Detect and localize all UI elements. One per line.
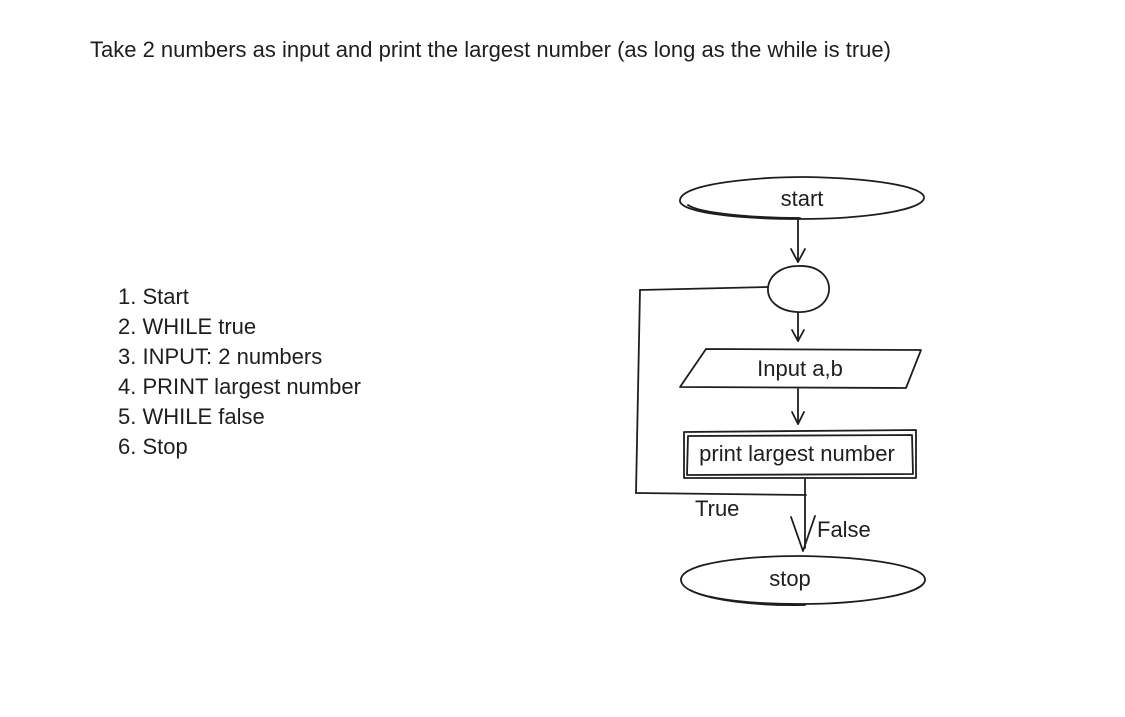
false-label: False <box>817 517 871 542</box>
page-title: Take 2 numbers as input and print the la… <box>90 37 891 62</box>
stop-node: stop <box>680 555 926 607</box>
arrow-start-to-connector <box>790 219 806 263</box>
arrow-input-to-process <box>791 388 805 425</box>
step-item: 1. Start <box>118 284 189 309</box>
loop-connector <box>767 265 830 313</box>
step-item: 4. PRINT largest number <box>118 374 361 399</box>
step-item: 6. Stop <box>118 434 188 459</box>
input-node: Input a,b <box>679 348 922 389</box>
start-label: start <box>781 186 824 211</box>
stop-label: stop <box>769 566 811 591</box>
process-node: print largest number <box>683 429 917 479</box>
arrow-process-to-stop <box>790 478 816 552</box>
loop-back-line <box>635 286 807 496</box>
step-item: 3. INPUT: 2 numbers <box>118 344 323 369</box>
step-item: 5. WHILE false <box>118 404 265 429</box>
steps-list: 1. Start 2. WHILE true 3. INPUT: 2 numbe… <box>118 282 361 462</box>
process-label: print largest number <box>699 441 895 466</box>
arrow-connector-to-input <box>791 312 805 342</box>
start-node: start <box>679 176 925 220</box>
true-label: True <box>695 496 739 521</box>
input-label: Input a,b <box>757 356 843 381</box>
step-item: 2. WHILE true <box>118 314 257 339</box>
